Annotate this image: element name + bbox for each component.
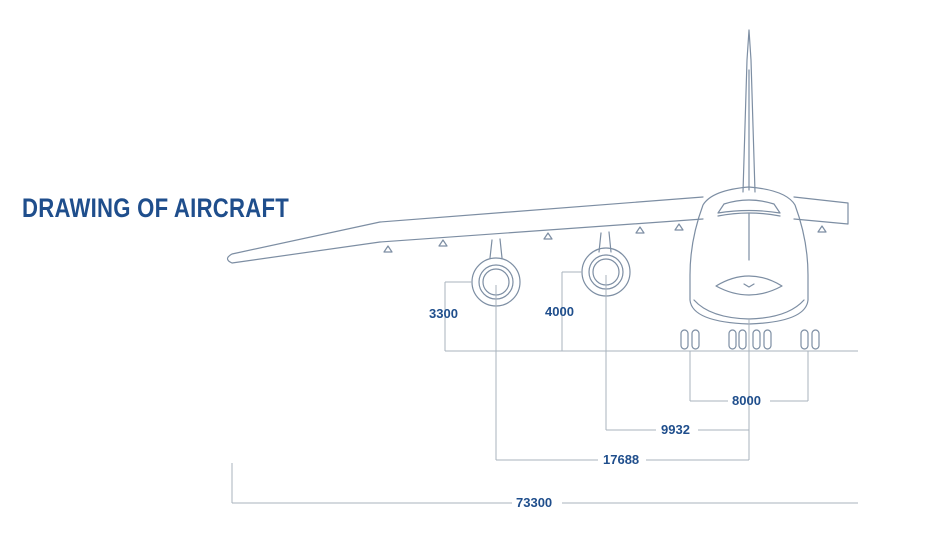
nose-radome bbox=[715, 275, 783, 296]
dim-label-17688: 17688 bbox=[603, 452, 639, 467]
page-title: DRAWING OF AIRCRAFT bbox=[22, 193, 290, 223]
landing-gear bbox=[680, 329, 820, 350]
dim-label-8000: 8000 bbox=[732, 393, 761, 408]
left-wing bbox=[226, 196, 704, 264]
fuselage bbox=[689, 186, 809, 325]
dim-label-4000: 4000 bbox=[545, 304, 574, 319]
right-wing bbox=[793, 196, 849, 225]
aircraft-outline bbox=[226, 29, 849, 350]
vertical-tail bbox=[742, 29, 756, 193]
dimension-lines: 3300 4000 8000 9932 17688 73300 bbox=[231, 271, 858, 510]
cockpit-window bbox=[717, 199, 781, 214]
dim-label-9932: 9932 bbox=[661, 422, 690, 437]
dim-label-73300: 73300 bbox=[516, 495, 552, 510]
dim-label-3300: 3300 bbox=[429, 306, 458, 321]
